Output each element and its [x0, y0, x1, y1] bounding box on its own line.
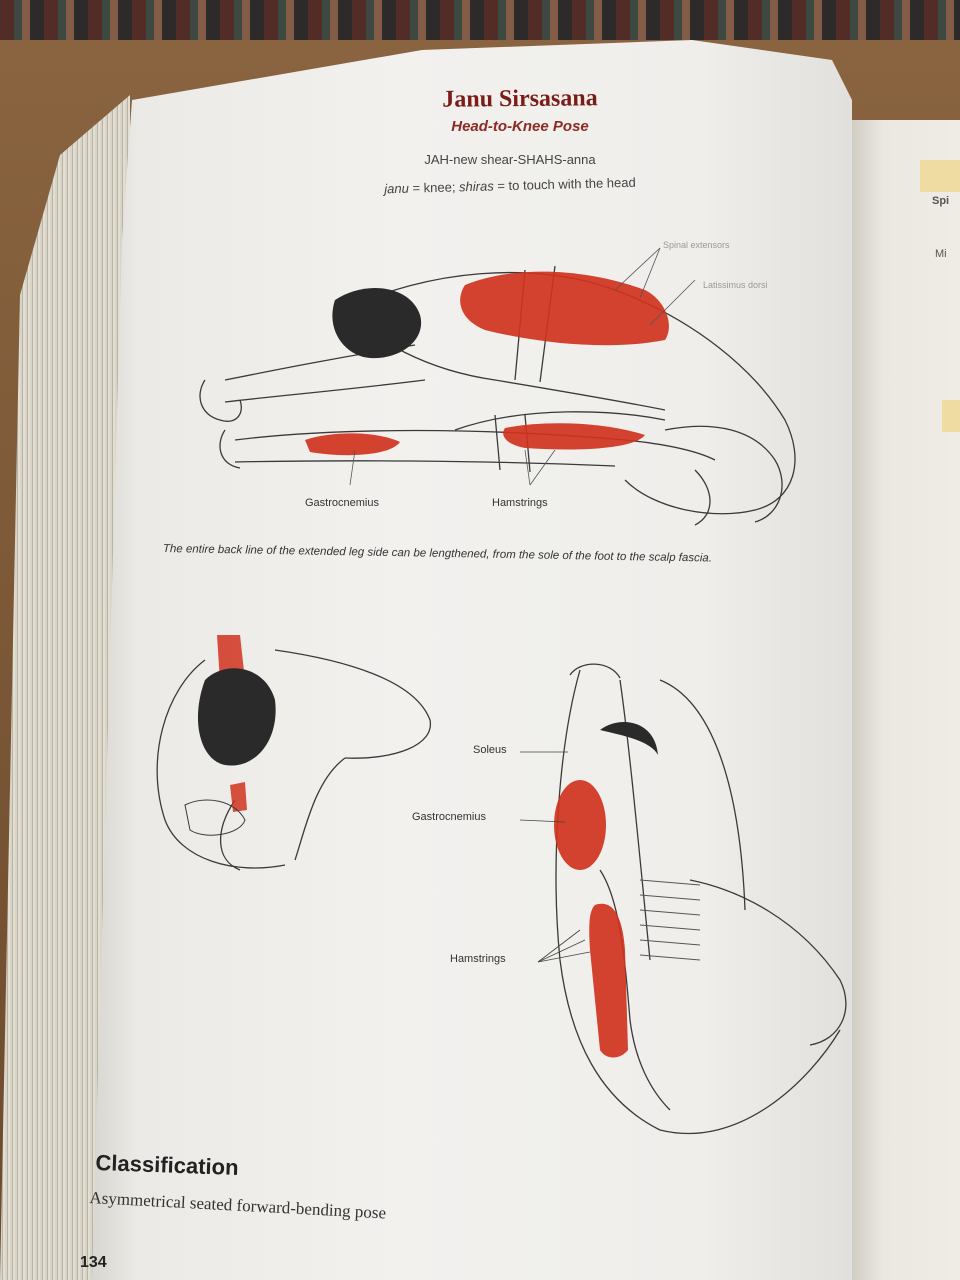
facing-page-highlight	[942, 400, 960, 432]
page-number: 134	[80, 1254, 107, 1271]
lateral-view-illustration	[554, 663, 847, 1135]
hamstrings-muscle-lateral	[589, 903, 628, 1058]
label-latissimus-dorsi: Latissimus dorsi	[703, 280, 768, 290]
facing-page-text: Mi	[935, 248, 947, 260]
spinal-extensors-muscle	[460, 271, 669, 346]
pose-subtitle: Head-to-Knee Pose	[451, 118, 589, 135]
rear-view-illustration	[156, 635, 431, 871]
pronunciation: JAH-new shear-SHAHS-anna	[424, 152, 596, 167]
facing-page-text: Spi	[932, 195, 950, 207]
foot-muscle	[230, 782, 247, 812]
label-spinal-extensors: Spinal extensors	[663, 240, 730, 250]
head-hair	[332, 288, 422, 359]
head-hair-lateral	[600, 722, 658, 755]
gastrocnemius-muscle	[305, 433, 400, 456]
label-gastrocnemius-bottom: Gastrocnemius	[412, 811, 486, 823]
label-hamstrings-bottom: Hamstrings	[450, 953, 506, 965]
gastrocnemius-muscle-lateral	[554, 780, 606, 870]
pose-title: Janu Sirsasana	[442, 85, 598, 113]
head-hair-rear	[197, 668, 276, 766]
label-soleus: Soleus	[473, 744, 507, 756]
facing-page-highlight	[920, 160, 960, 192]
side-view-illustration	[199, 247, 796, 526]
label-gastrocnemius-top: Gastrocnemius	[305, 497, 379, 509]
facing-page: Spi Mi	[850, 120, 960, 1280]
lateral-leader-lines	[520, 751, 591, 963]
label-hamstrings-top: Hamstrings	[492, 497, 548, 509]
hamstrings-muscle	[503, 423, 645, 450]
classification-heading: Classification	[95, 1150, 239, 1180]
